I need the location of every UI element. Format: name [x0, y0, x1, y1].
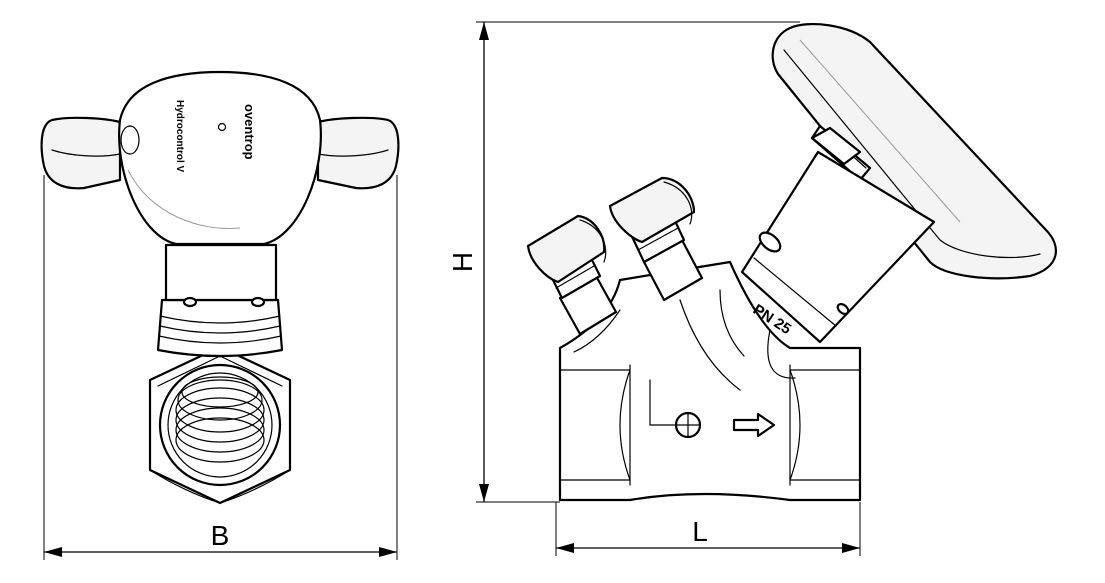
side-spindle — [810, 124, 872, 182]
side-bonnet — [740, 150, 936, 344]
side-handwheel — [771, 22, 1057, 280]
handwheel-brand-text: oventrop — [242, 104, 257, 160]
front-stem — [164, 243, 278, 308]
dimension-l: L — [555, 502, 861, 556]
front-handwheel — [40, 70, 400, 246]
dimension-b-label: B — [211, 520, 230, 551]
side-test-nipple-right — [608, 176, 704, 302]
dimension-b: B — [43, 175, 398, 560]
front-threaded-port — [158, 363, 282, 487]
handwheel-model-text: Hydrocontrol V — [174, 100, 185, 173]
side-test-nipple-left — [526, 214, 618, 336]
side-view: PN 25 — [526, 22, 1057, 502]
front-handwheel-logo: oventrop Hydrocontrol V — [120, 100, 257, 173]
dimension-h: H — [447, 21, 800, 503]
dimension-h-label: H — [447, 252, 478, 272]
front-bonnet — [156, 298, 284, 358]
dimension-l-label: L — [692, 516, 708, 547]
front-view: oventrop Hydrocontrol V — [40, 70, 400, 505]
